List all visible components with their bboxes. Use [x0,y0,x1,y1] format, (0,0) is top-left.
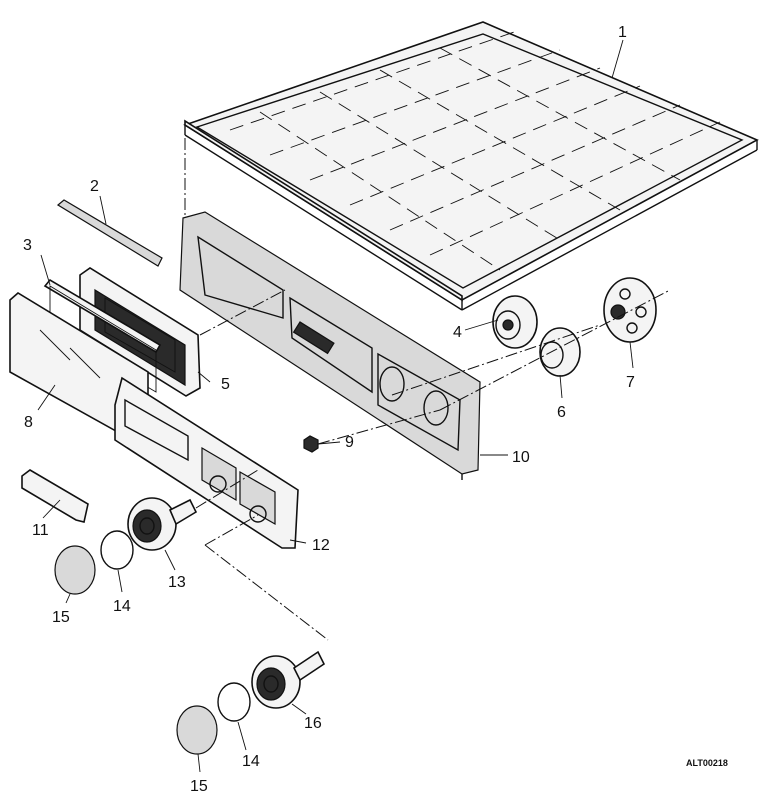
callout-7: 7 [626,374,635,391]
knob16-guide-line-b [204,514,259,546]
rear-guide-line-mid [391,324,601,396]
part-15-cap-lower [176,705,218,755]
callout-12: 12 [312,537,330,554]
callout-6: 6 [557,404,566,421]
part-11-clip [21,469,89,523]
callout-11: 11 [32,522,49,539]
part-13-knob [127,497,198,551]
knob16-guide-line [204,544,329,641]
part-7-knob [603,277,657,343]
callout-16: 16 [304,715,322,732]
callout-14-upper: 14 [113,598,131,615]
callout-5: 5 [221,376,230,393]
part-15-cap-upper [54,545,96,595]
callout-8: 8 [24,414,33,431]
part-14-ring-lower [217,682,251,722]
nut-guide-line [317,409,441,445]
callout-15-lower: 15 [190,778,208,795]
figure-code: ALT00218 [686,758,728,768]
part-12-faceplate [114,376,299,549]
callout-1: 1 [618,24,627,41]
part-16-knob [251,650,326,709]
part-1-top-cover [183,21,759,311]
rear-guide-line-upper [439,289,671,411]
callout-labels: 1 2 3 4 5 6 7 8 9 10 11 12 13 14 15 16 1… [23,24,728,795]
callout-14-lower: 14 [242,753,260,770]
part-14-ring-upper [100,530,134,570]
knob13-guide-line [195,469,259,509]
callout-10: 10 [512,449,530,466]
callout-15-upper: 15 [52,609,70,626]
callout-13: 13 [168,574,186,591]
module-guide-line [199,289,286,336]
callout-3: 3 [23,237,32,254]
part-6-socket [539,327,581,377]
part-2-bracket [56,199,163,267]
leader-lines [37,39,634,773]
callout-4: 4 [453,324,462,341]
callout-2: 2 [90,178,99,195]
callout-9: 9 [345,434,354,451]
part-4-socket [492,295,538,349]
part-9-nut [303,435,319,453]
part-10-front-frame [179,211,481,480]
